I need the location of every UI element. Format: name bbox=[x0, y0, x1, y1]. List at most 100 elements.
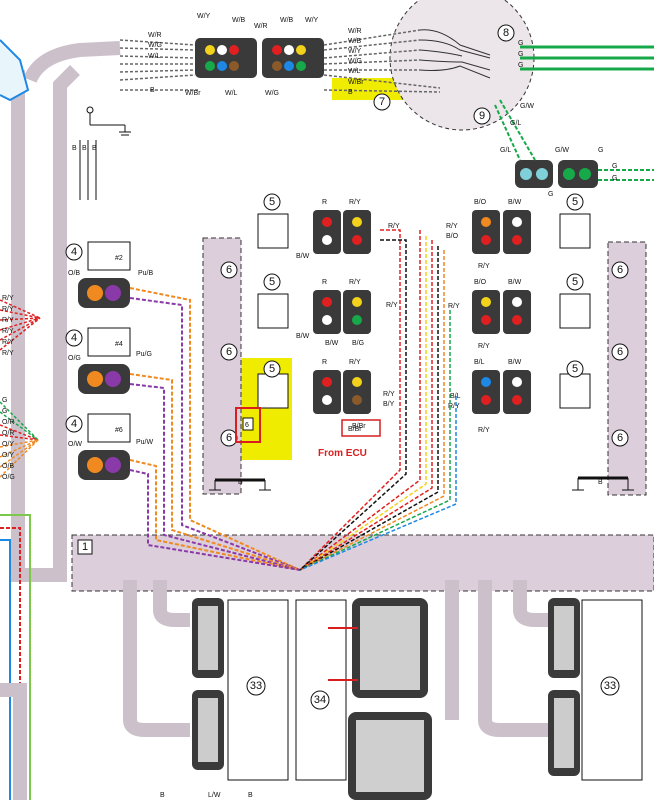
inj-color-8: B/W bbox=[508, 199, 522, 206]
callout-5-l2: 5 bbox=[263, 273, 281, 291]
svg-text:5: 5 bbox=[269, 363, 275, 375]
svg-text:9: 9 bbox=[479, 110, 485, 122]
connector-small-left bbox=[192, 598, 224, 678]
stator-circle bbox=[389, 0, 535, 131]
injector-relay-left-2 bbox=[257, 290, 371, 334]
left-bundle-label-5: R/Y bbox=[2, 339, 14, 346]
coil-wire-pug: Pu/G bbox=[136, 351, 152, 358]
svg-text:1: 1 bbox=[82, 541, 88, 553]
stator-wire-label-3: W/Y bbox=[348, 48, 362, 55]
inj-color-7: B/O bbox=[474, 199, 487, 206]
svg-text:6: 6 bbox=[617, 264, 623, 276]
inj-color-12: B/W bbox=[508, 359, 522, 366]
stator-wire-label-4: W/G bbox=[348, 58, 362, 65]
svg-text:4: 4 bbox=[71, 332, 77, 344]
left-bundle-label-7: G bbox=[2, 397, 7, 404]
left-bundle-label-11: O/Y bbox=[2, 441, 14, 448]
stator-wire-label-5: W/L bbox=[348, 68, 361, 75]
svg-text:6: 6 bbox=[617, 346, 623, 358]
bottom-harness-drops bbox=[123, 580, 550, 737]
callout-33-right: 33 bbox=[600, 676, 620, 696]
left-bundle-label-2: R/Y bbox=[2, 306, 14, 313]
left-bundle-label-13: O/B bbox=[2, 463, 14, 470]
top-right-wire-fan bbox=[323, 29, 441, 93]
inj-color-5: R bbox=[322, 359, 327, 366]
callout-1: 1 bbox=[77, 539, 93, 555]
harness-top-bend bbox=[23, 41, 121, 84]
top-wire-label-6: W/R bbox=[148, 32, 162, 39]
injector-wire-bundle bbox=[299, 229, 457, 571]
svg-text:4: 4 bbox=[71, 418, 77, 430]
inj-color-10: B/W bbox=[508, 279, 522, 286]
rect-label-3: G/L bbox=[500, 147, 511, 154]
svg-text:5: 5 bbox=[572, 276, 578, 288]
top-wire-label-2: W/B bbox=[232, 17, 246, 24]
left-bundle-label-1: R/Y bbox=[2, 295, 14, 302]
svg-text:#6: #6 bbox=[115, 427, 123, 434]
callout-6-l1: 6 bbox=[220, 261, 238, 279]
stator-wire-label-7: B bbox=[348, 89, 353, 96]
stator-out-label-1: G bbox=[518, 40, 523, 47]
callout-6-r1: 6 bbox=[611, 261, 629, 279]
inj-color-1: R bbox=[322, 199, 327, 206]
callout-6-l2: 6 bbox=[220, 343, 238, 361]
coil-wire-puw: Pu/W bbox=[136, 439, 154, 446]
harness-left-branch bbox=[202, 237, 242, 495]
stator-output-wires bbox=[520, 45, 654, 71]
inj-wire-9: B/Br bbox=[352, 423, 366, 430]
callout-9: 9 bbox=[473, 107, 491, 125]
svg-text:8: 8 bbox=[503, 27, 509, 39]
inj-color-11: B/L bbox=[474, 359, 485, 366]
top-wire-label-5: W/Y bbox=[305, 17, 319, 24]
stator-out-label-2: G bbox=[518, 51, 523, 58]
inj-wire-8: B/Y bbox=[383, 401, 395, 408]
ecu-connector-lower bbox=[348, 712, 432, 800]
coil-wire-ob: O/B bbox=[68, 270, 80, 277]
rect-label-7: G bbox=[612, 175, 617, 182]
injector-relay-left-1 bbox=[257, 210, 371, 254]
ground-bottom-b1: B bbox=[238, 479, 243, 486]
ignition-coil-2: #2 bbox=[78, 241, 131, 308]
ground-top bbox=[79, 106, 131, 200]
ecu-wire-label: B/Br bbox=[348, 426, 362, 433]
coil-wires-to-harness bbox=[129, 287, 301, 571]
inj-wire-3: B/W bbox=[296, 333, 310, 340]
top-wire-label-10: W/Br bbox=[185, 90, 201, 97]
callout-4a: 4 bbox=[65, 243, 83, 261]
top-connector-right bbox=[262, 38, 324, 78]
top-wire-label-11: W/L bbox=[225, 90, 238, 97]
callout-7: 7 bbox=[373, 93, 391, 111]
inj-wire-5: B/W bbox=[325, 340, 339, 347]
inj-color-6: R/Y bbox=[349, 359, 361, 366]
svg-text:6: 6 bbox=[226, 264, 232, 276]
highlight-red-box-6: 6 bbox=[235, 407, 261, 443]
inj-color-3: R bbox=[322, 279, 327, 286]
ground-bottom-right bbox=[572, 476, 634, 491]
callout-4c: 4 bbox=[65, 415, 83, 433]
ignition-coil-4: #4 bbox=[78, 327, 131, 394]
rect-label-6: G bbox=[612, 163, 617, 170]
svg-text:33: 33 bbox=[604, 680, 616, 692]
svg-text:7: 7 bbox=[379, 96, 385, 108]
inj-wire-7: R/Y bbox=[383, 391, 395, 398]
callout-6-r3: 6 bbox=[611, 429, 629, 447]
connector-small-right-2 bbox=[548, 690, 580, 776]
rect-label-2: G/L bbox=[510, 120, 521, 127]
coil-wire-og: O/G bbox=[68, 355, 81, 362]
svg-text:5: 5 bbox=[269, 196, 275, 208]
connector-small-left-2 bbox=[192, 690, 224, 770]
bottom-label-3: B bbox=[248, 792, 253, 799]
inj-color-9: B/O bbox=[474, 279, 487, 286]
svg-text:5: 5 bbox=[572, 363, 578, 375]
svg-text:#4: #4 bbox=[115, 341, 123, 348]
left-bundle-label-4: R/Y bbox=[2, 328, 14, 335]
connector-small-right bbox=[548, 598, 580, 678]
inj-wire-1: B/W bbox=[296, 253, 310, 260]
rect-label-5: G bbox=[598, 147, 603, 154]
top-wire-label-4: W/B bbox=[280, 17, 294, 24]
inj-wire-16: R/Y bbox=[478, 343, 490, 350]
stator-out-label-3: G bbox=[518, 62, 523, 69]
inj-wire-14: R/Y bbox=[448, 403, 460, 410]
inj-color-2: R/Y bbox=[349, 199, 361, 206]
